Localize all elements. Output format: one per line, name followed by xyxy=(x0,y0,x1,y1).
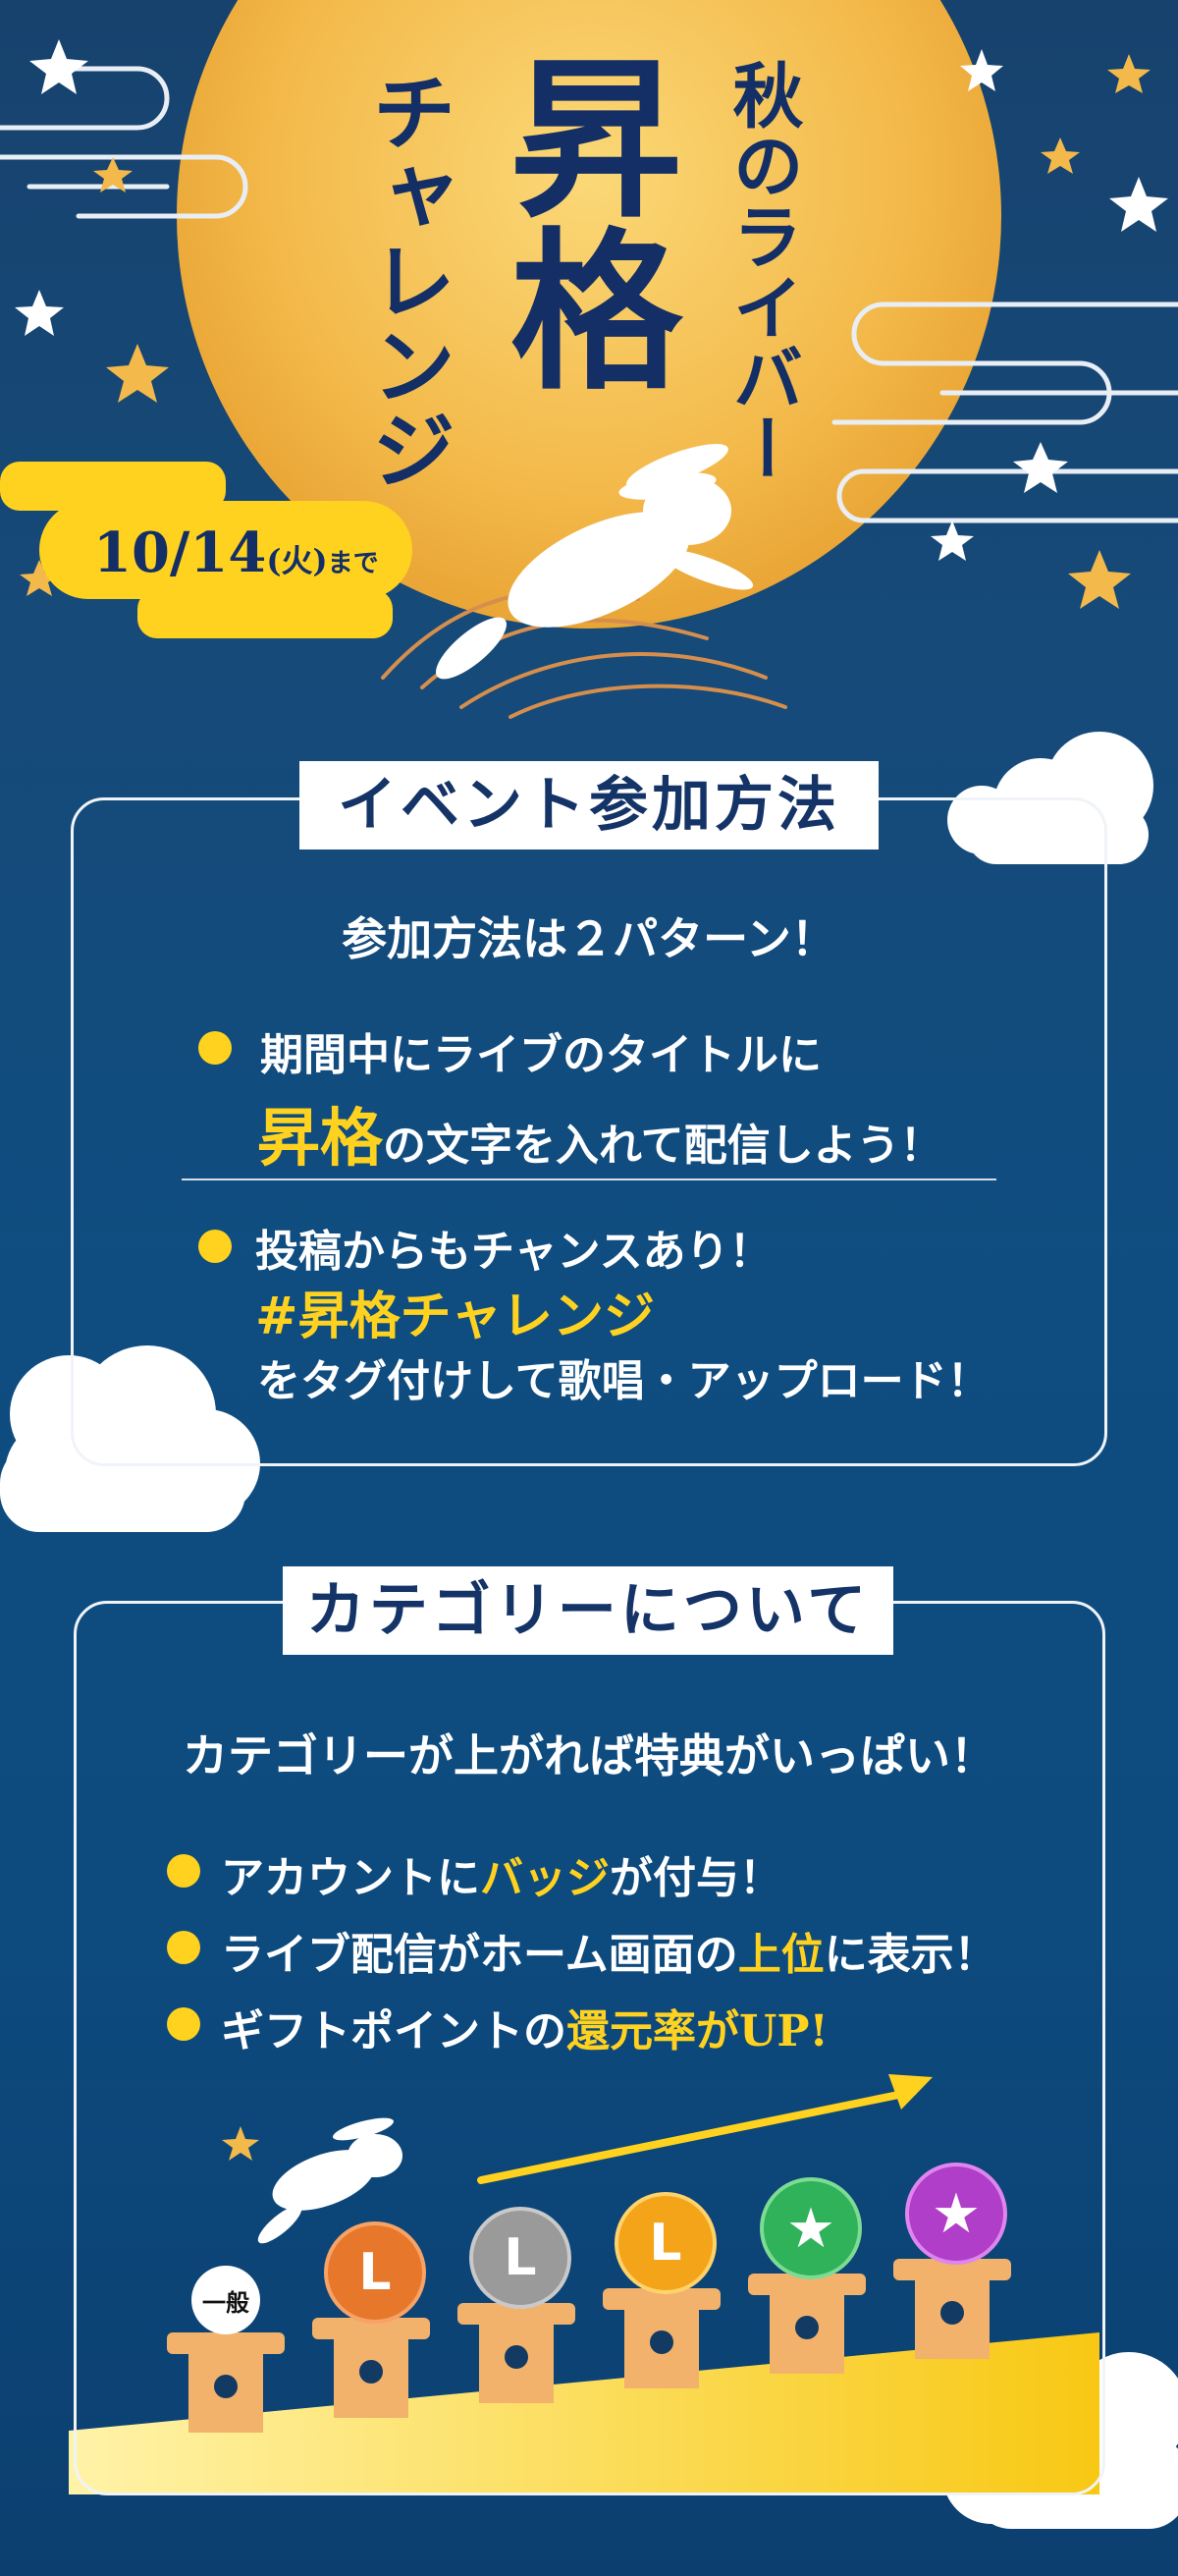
cloud-lines-icon xyxy=(0,66,248,219)
rabbit-icon xyxy=(257,2117,402,2244)
category-section-title: カテゴリーについて xyxy=(283,1566,893,1655)
event-item1-highlight: 昇格 xyxy=(257,1102,383,1176)
arrow-icon xyxy=(477,2074,933,2184)
event-lead: 参加方法は２パターン！ xyxy=(342,912,836,965)
benefit-highlight: 還元率がUP! xyxy=(566,2006,829,2056)
event-item1-rest: の文字を入れて配信しよう！ xyxy=(383,1121,943,1171)
benefit-text: アカウントに xyxy=(221,1853,480,1903)
divider xyxy=(182,1178,996,1180)
event-item1-line1: 期間中にライブのタイトルに xyxy=(260,1030,822,1080)
hero-title-sub: チャレンジ xyxy=(356,69,455,491)
level-badge-gray: L xyxy=(469,2207,571,2309)
rabbit-icon xyxy=(436,444,754,680)
level-badge-general: 一般 xyxy=(191,2266,260,2334)
date-ribbon xyxy=(0,462,412,638)
benefit-text: ギフトポイントの xyxy=(221,2006,566,2056)
benefit-text: に表示！ xyxy=(824,1930,997,1980)
bullet-dot xyxy=(167,2007,200,2041)
date-main: 10/14 xyxy=(93,521,267,585)
level-badge-gold: L xyxy=(615,2192,717,2294)
star-icon xyxy=(222,2126,259,2161)
star-icon xyxy=(15,39,1168,609)
date-day: (火) xyxy=(266,542,328,579)
bullet-dot xyxy=(167,1854,200,1888)
bullet-dot xyxy=(167,1931,200,1964)
pedestal-icon xyxy=(167,2259,1011,2433)
cloud-icon xyxy=(0,1345,260,1532)
event-item1-line2: 昇格の文字を入れて配信しよう！ xyxy=(257,1088,943,1178)
hero-title-small: 秋のライバー xyxy=(721,59,804,483)
level-badge-orange: L xyxy=(324,2221,426,2324)
date-suffix: まで xyxy=(327,549,379,578)
event-item2-line1: 投稿からもチャンスあり！ xyxy=(255,1227,773,1277)
cloud-lines-icon xyxy=(831,301,1178,523)
level-badge-green: ★ xyxy=(760,2177,862,2279)
hero-title-big: 昇格 xyxy=(481,49,682,393)
event-item2-line3: をタグ付けして歌唱・アップロード！ xyxy=(257,1356,991,1406)
benefit-highlight: 上位 xyxy=(737,1930,825,1980)
benefit-text: が付与！ xyxy=(610,1853,782,1903)
level-badge-purple: ★ xyxy=(905,2163,1007,2265)
benefit-text: ライブ配信がホーム画面の xyxy=(221,1930,738,1980)
category-lead: カテゴリーが上がれば特典がいっぱい！ xyxy=(183,1729,995,1782)
category-benefit-ranking: ライブ配信がホーム画面の上位に表示！ xyxy=(221,1919,997,1982)
event-date: 10/14(火)まで xyxy=(93,521,379,585)
category-benefit-points: ギフトポイントの還元率がUP! xyxy=(221,1996,829,2058)
bullet-dot xyxy=(198,1230,232,1263)
category-benefit-badge: アカウントにバッジが付与！ xyxy=(221,1842,782,1905)
event-section-title: イベント参加方法 xyxy=(299,761,879,850)
bullet-dot xyxy=(198,1031,232,1065)
event-item2-hashtag: #昇格チャレンジ xyxy=(255,1287,656,1346)
moon-icon xyxy=(177,0,1001,629)
benefit-highlight: バッジ xyxy=(480,1853,610,1903)
